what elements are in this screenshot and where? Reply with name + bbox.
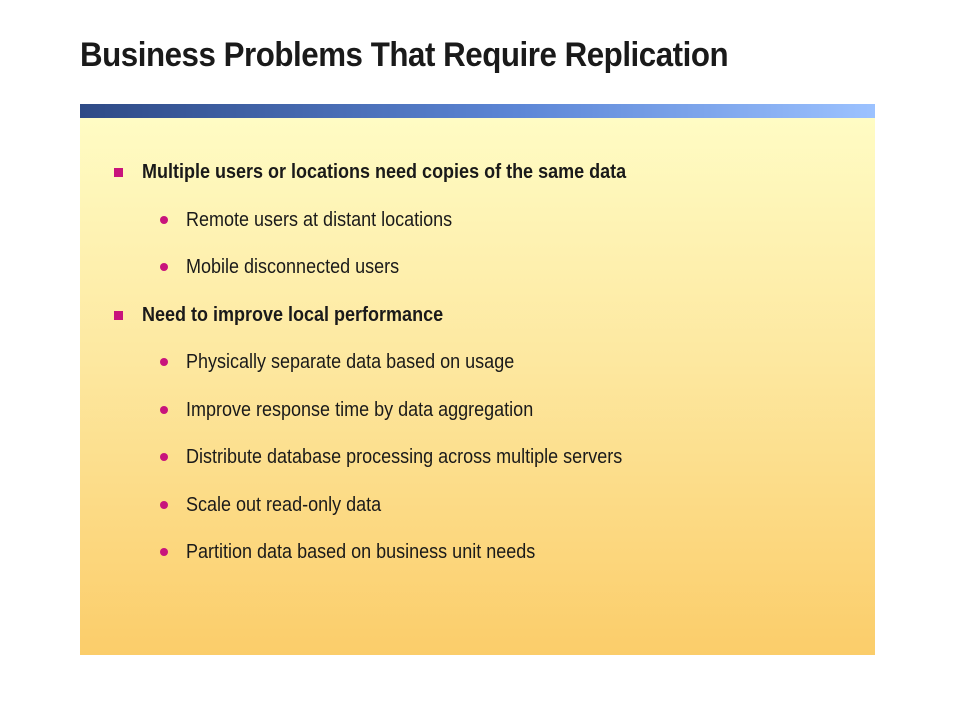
square-bullet-icon bbox=[114, 310, 123, 320]
content-panel: Multiple users or locations need copies … bbox=[80, 118, 875, 655]
sub-bullet-text: Improve response time by data aggregatio… bbox=[186, 398, 534, 421]
sub-bullet-item: Scale out read-only data bbox=[112, 489, 680, 537]
round-bullet-icon bbox=[160, 500, 168, 509]
slide-title: Business Problems That Require Replicati… bbox=[80, 36, 729, 74]
sub-bullet-text: Distribute database processing across mu… bbox=[186, 446, 623, 468]
sub-bullet-text: Partition data based on business unit ne… bbox=[186, 541, 536, 563]
round-bullet-icon bbox=[160, 215, 168, 224]
title-underline-bar bbox=[80, 104, 875, 118]
sub-bullet-item: Distribute database processing across mu… bbox=[112, 441, 680, 489]
sub-bullet-item: Partition data based on business unit ne… bbox=[112, 536, 680, 584]
bullet-item: Multiple users or locations need copies … bbox=[112, 156, 680, 204]
square-bullet-icon bbox=[114, 168, 123, 177]
sub-bullet-text: Scale out read-only data bbox=[186, 493, 382, 516]
bullet-text: Multiple users or locations need copies … bbox=[142, 161, 627, 183]
sub-bullet-item: Mobile disconnected users bbox=[112, 251, 680, 299]
sub-bullet-item: Remote users at distant locations bbox=[112, 204, 680, 252]
round-bullet-icon bbox=[160, 358, 168, 366]
sub-bullet-item: Improve response time by data aggregatio… bbox=[112, 394, 680, 442]
bullet-text: Need to improve local performance bbox=[142, 303, 444, 326]
round-bullet-icon bbox=[160, 548, 168, 556]
sub-bullet-text: Physically separate data based on usage bbox=[186, 351, 515, 373]
sub-bullet-text: Remote users at distant locations bbox=[186, 208, 453, 231]
sub-bullet-item: Physically separate data based on usage bbox=[112, 346, 680, 394]
bullet-item: Need to improve local performance bbox=[112, 299, 680, 347]
round-bullet-icon bbox=[160, 405, 168, 414]
round-bullet-icon bbox=[160, 263, 168, 271]
sub-bullet-text: Mobile disconnected users bbox=[186, 256, 400, 278]
bullet-list: Multiple users or locations need copies … bbox=[112, 156, 680, 584]
round-bullet-icon bbox=[160, 453, 168, 461]
